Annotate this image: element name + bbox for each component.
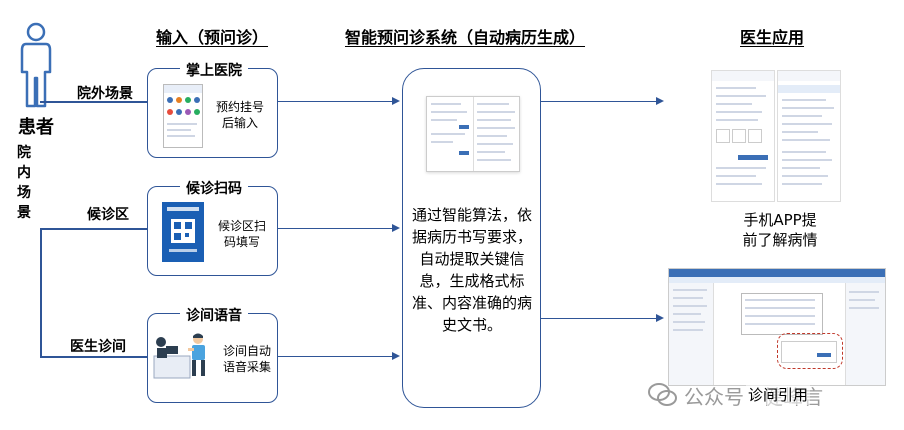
qr-poster-thumbnail	[162, 202, 204, 262]
app-output-text: 手机APP提 前了解病情	[716, 210, 844, 250]
consult-label: 医生诊间	[70, 339, 126, 355]
consult-voice-title: 诊间语音	[180, 305, 248, 325]
arrow-line-app	[540, 101, 656, 102]
arrow-head-scan	[392, 224, 400, 232]
arrow-head-mobile	[392, 97, 400, 105]
app-screen-1	[711, 70, 775, 202]
arrow-line-scan	[277, 228, 393, 229]
consult-connector	[40, 356, 148, 358]
outside-label: 院外场景	[77, 86, 133, 102]
voice-desc-line1: 诊间自动	[222, 344, 271, 358]
wechat-icon	[648, 383, 677, 406]
waiting-scan-desc: 候诊区扫 码填写	[210, 218, 274, 250]
consult-voice-card	[147, 313, 278, 403]
system-screenshot	[426, 96, 520, 172]
header-doctor: 医生应用	[740, 28, 805, 47]
waiting-scan-title: 候诊扫码	[180, 178, 248, 198]
patient-label: 患者	[18, 117, 54, 138]
arrow-line-clinic	[540, 318, 656, 319]
arrow-head-app	[656, 97, 664, 105]
mobile-hospital-title: 掌上医院	[180, 60, 248, 80]
waiting-connector	[40, 228, 148, 230]
mobile-hospital-desc: 预约挂号 后输入	[210, 99, 270, 131]
mobile-desc-line1: 预约挂号	[215, 100, 264, 114]
waiting-label: 候诊区	[87, 207, 129, 223]
scan-desc-line2: 码填写	[223, 235, 260, 249]
doctor-patient-illustration	[153, 333, 205, 379]
arrow-line-voice	[277, 356, 393, 357]
app-output-line2: 前了解病情	[742, 231, 818, 249]
consult-voice-desc: 诊间自动 语音采集	[218, 343, 276, 375]
system-description: 通过智能算法，依据病历书写要求，自动提取关键信息，生成格式标准、内容准确的病史文…	[411, 206, 532, 334]
mobile-app-thumbnail	[163, 84, 203, 148]
header-input: 输入（预问诊）	[156, 28, 269, 47]
scan-desc-line1: 候诊区扫	[217, 219, 266, 233]
person-icon	[20, 22, 52, 108]
inhospital-label: 院内场景	[17, 145, 31, 221]
header-system: 智能预问诊系统（自动病历生成）	[345, 28, 586, 47]
patient-vertical-line	[40, 228, 42, 356]
app-output-line1: 手机APP提	[743, 211, 817, 229]
clinic-output-text: 诊间引用	[746, 384, 811, 405]
app-screen-2	[777, 70, 841, 202]
mobile-desc-line2: 后输入	[221, 116, 258, 130]
outside-connector	[40, 101, 148, 103]
arrow-head-voice	[392, 352, 400, 360]
emr-screenshot	[668, 268, 886, 386]
voice-desc-line2: 语音采集	[222, 360, 271, 374]
arrow-head-clinic	[656, 314, 664, 322]
arrow-line-mobile	[277, 101, 393, 102]
